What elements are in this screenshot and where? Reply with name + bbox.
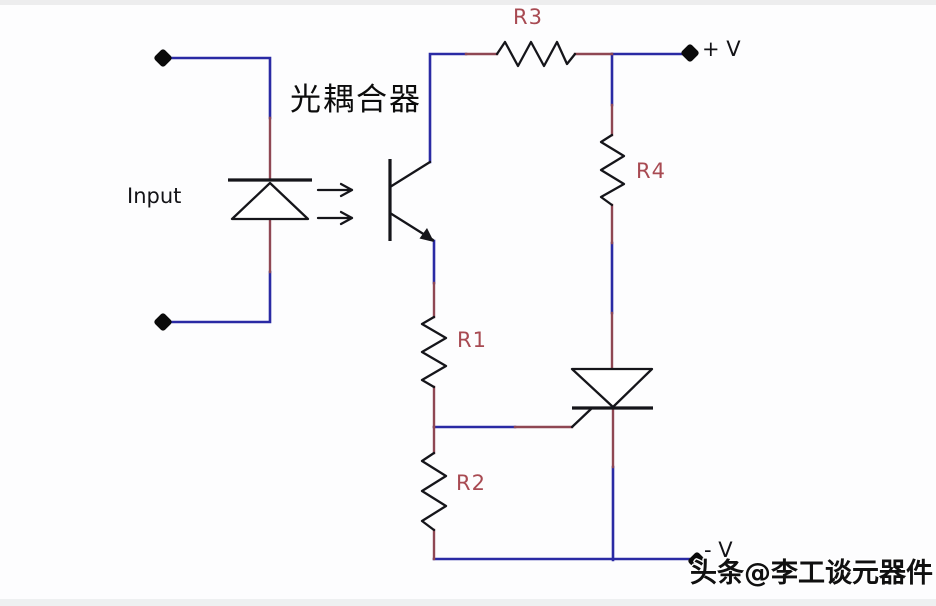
wire-collector-riser bbox=[428, 52, 468, 164]
wire-input-bottom bbox=[161, 270, 272, 324]
scr-symbol bbox=[570, 367, 654, 429]
transistor-emitter-arrow bbox=[419, 228, 434, 242]
resistor-r4-symbol bbox=[599, 133, 626, 207]
wires-red bbox=[268, 52, 615, 561]
scr-gate-lead bbox=[570, 407, 593, 429]
wires-blue bbox=[161, 52, 699, 562]
r3-label: R3 bbox=[513, 5, 543, 29]
top-edge-strip bbox=[0, 0, 936, 5]
resistor-r3-symbol bbox=[495, 40, 577, 68]
led-triangle bbox=[230, 181, 310, 221]
v-plus-label: + V bbox=[702, 37, 741, 61]
watermark-text: 头条@李工谈元器件 bbox=[690, 558, 933, 589]
scr-triangle bbox=[570, 367, 654, 409]
light-arrows-icon bbox=[316, 182, 354, 226]
v-minus-terminal bbox=[688, 552, 706, 570]
light-arrow-top-icon bbox=[316, 182, 354, 198]
phototransistor-symbol bbox=[388, 159, 435, 242]
input-terminal-top bbox=[154, 49, 172, 67]
led-symbol bbox=[228, 178, 312, 221]
v-plus-terminal bbox=[681, 44, 699, 62]
r2-label: R2 bbox=[456, 471, 486, 495]
v-minus-label: - V bbox=[704, 538, 733, 562]
terminals bbox=[154, 44, 706, 570]
light-arrow-bottom-icon bbox=[316, 210, 354, 226]
r1-label: R1 bbox=[457, 328, 487, 352]
bottom-edge-strip bbox=[0, 599, 936, 606]
input-terminal-bottom bbox=[154, 313, 172, 331]
wire-input-top bbox=[161, 56, 272, 120]
resistor-r2-symbol bbox=[420, 451, 448, 532]
resistor-r1-symbol bbox=[420, 315, 448, 389]
optocoupler-label: 光耦合器 bbox=[290, 82, 422, 118]
r4-label: R4 bbox=[636, 159, 666, 183]
input-label: Input bbox=[127, 184, 181, 208]
transistor-collector-lead bbox=[388, 160, 432, 189]
